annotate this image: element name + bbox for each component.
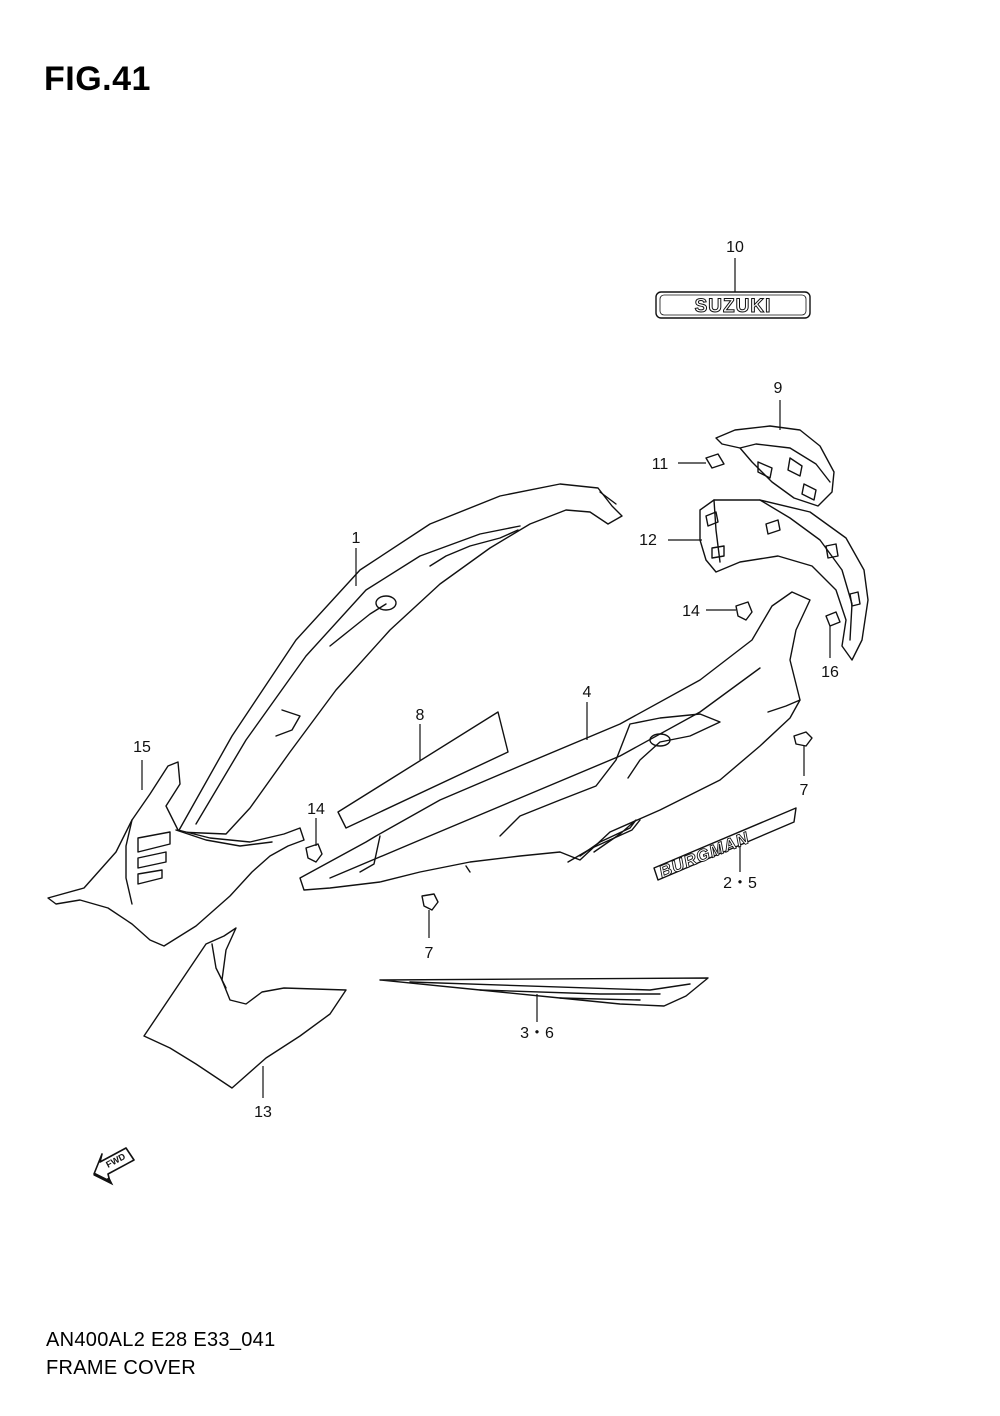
part-15-front-inner-cover[interactable] [47, 761, 305, 947]
part-13-floor-mat[interactable] [143, 927, 347, 1089]
fwd-arrow-icon: FWD [93, 1147, 135, 1186]
callout-1: 1 [352, 530, 361, 547]
callout-7-right: 7 [800, 782, 809, 799]
suzuki-emblem-text: SUZUKI [695, 296, 772, 317]
callout-9: 9 [774, 380, 783, 397]
callout-4: 4 [583, 684, 592, 701]
section-name: FRAME COVER [46, 1357, 196, 1379]
callout-13: 13 [254, 1104, 272, 1121]
callout-14-lower: 14 [307, 801, 325, 818]
callout-10: 10 [726, 239, 744, 256]
callout-3-6: 3・6 [520, 1025, 554, 1042]
part-7-rivet-bottom[interactable] [421, 893, 439, 911]
part-1-frame-cover[interactable] [177, 483, 623, 835]
part-14-screw-lower[interactable] [305, 843, 323, 863]
callout-15: 15 [133, 739, 151, 756]
callout-2-5: 2・5 [723, 875, 757, 892]
model-code: AN400AL2 E28 E33_041 [46, 1329, 276, 1351]
callout-8: 8 [416, 707, 425, 724]
part-16-clip[interactable] [825, 611, 841, 627]
part-8-strip[interactable] [337, 711, 509, 829]
part-14-screw-upper[interactable] [735, 601, 753, 621]
callout-14-upper: 14 [682, 603, 700, 620]
part-11-clip[interactable] [705, 453, 725, 469]
part-12-rear-tail-cover[interactable] [699, 499, 869, 661]
suzuki-emblem[interactable]: SUZUKI [655, 291, 811, 319]
part-9-upper-tail-cover[interactable] [715, 425, 835, 507]
callout-12: 12 [639, 532, 657, 549]
burgman-emblem[interactable]: BURGMAN [653, 807, 797, 882]
callout-11: 11 [652, 456, 669, 473]
callout-7-bottom: 7 [425, 945, 434, 962]
part-3-6-stripe[interactable] [379, 977, 709, 1007]
callout-16: 16 [821, 664, 839, 681]
burgman-emblem-text: BURGMAN [656, 828, 752, 881]
part-4-side-cover[interactable] [299, 591, 811, 891]
part-7-rivet-right[interactable] [793, 731, 813, 747]
figure-title: FIG.41 [44, 60, 151, 98]
